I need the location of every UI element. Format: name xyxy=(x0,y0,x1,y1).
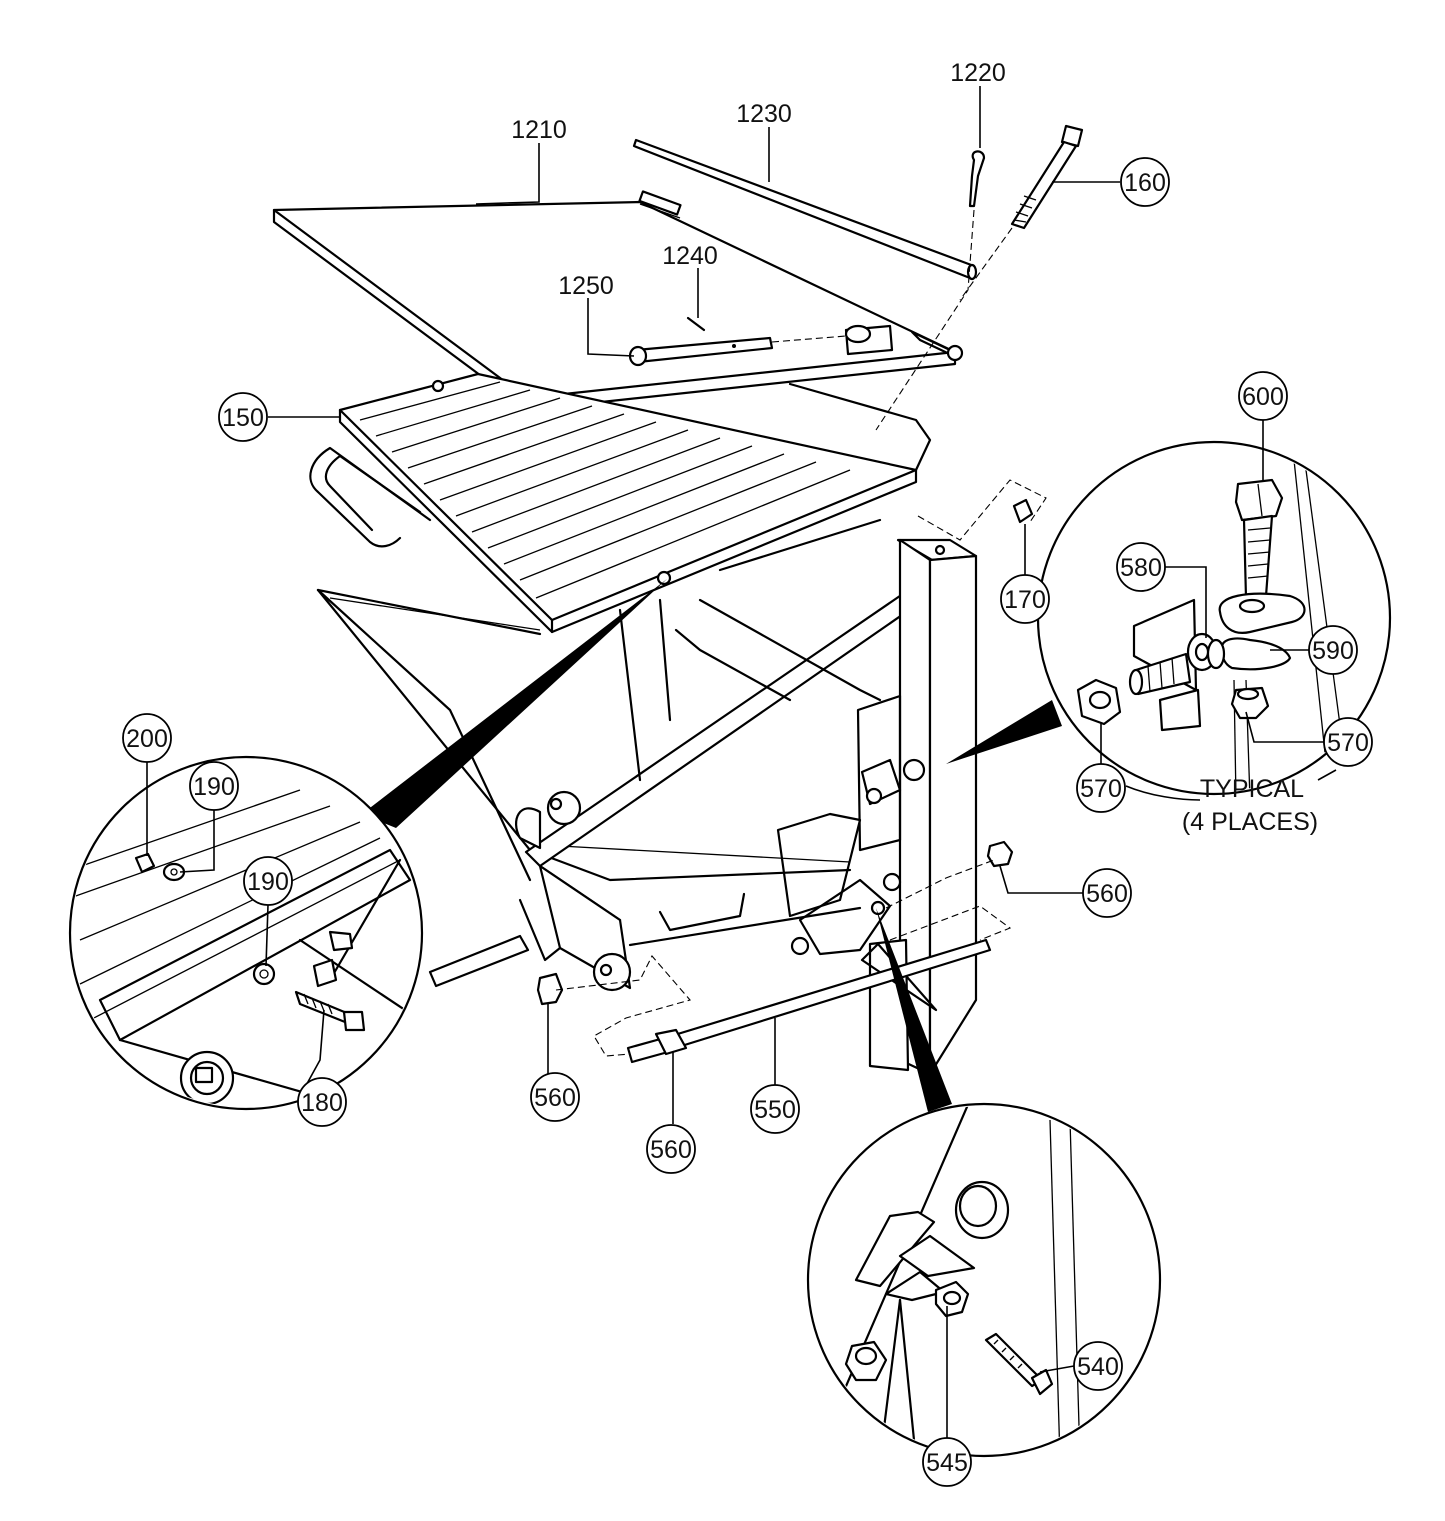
hinge-tube xyxy=(628,324,894,367)
hopper-body xyxy=(316,518,940,992)
part-label-600: 600 xyxy=(1242,383,1284,411)
cotter-pin xyxy=(686,316,706,332)
part-label-180: 180 xyxy=(301,1089,343,1117)
part-label-200: 200 xyxy=(126,725,168,753)
part-label-1250: 1250 xyxy=(558,272,614,300)
part-label-550: 550 xyxy=(754,1096,796,1124)
part-label-570: 570 xyxy=(1080,775,1122,803)
callout-bubble-560-right: 560 xyxy=(1082,868,1132,918)
callout-bubble-590: 590 xyxy=(1308,625,1358,675)
part-label-1210: 1210 xyxy=(511,116,567,144)
lower-linkage xyxy=(790,872,902,956)
callout-bubble-190-upper: 190 xyxy=(189,761,239,811)
square-nut xyxy=(1012,498,1034,524)
callout-bubble-570-right: 570 xyxy=(1323,717,1373,767)
long-bolt xyxy=(1010,124,1084,230)
callout-bubble-550: 550 xyxy=(750,1084,800,1134)
hinge-rod xyxy=(632,138,978,281)
callout-bubble-200: 200 xyxy=(122,713,172,763)
detail-view-lower-bracket xyxy=(806,1102,1162,1458)
part-label-170: 170 xyxy=(1004,586,1046,614)
part-label-580: 580 xyxy=(1120,554,1162,582)
part-label-150: 150 xyxy=(222,404,264,432)
part-label-540: 540 xyxy=(1077,1353,1119,1381)
callout-bubble-560-bottom: 560 xyxy=(646,1124,696,1174)
grate-assembly xyxy=(309,372,932,634)
callout-bubble-170: 170 xyxy=(1000,574,1050,624)
callout-bubble-580: 580 xyxy=(1116,542,1166,592)
callout-bubble-160: 160 xyxy=(1120,157,1170,207)
part-label-545: 545 xyxy=(926,1449,968,1477)
part-label-1220: 1220 xyxy=(950,59,1006,87)
hex-nut xyxy=(986,840,1014,868)
callout-bubble-545: 545 xyxy=(922,1437,972,1487)
callout-wedge xyxy=(876,908,952,1112)
part-label-560: 560 xyxy=(1086,880,1128,908)
callout-bubble-180: 180 xyxy=(297,1077,347,1127)
part-label-590: 590 xyxy=(1312,637,1354,665)
detail-view-post-clamp xyxy=(1036,440,1392,796)
part-label-560: 560 xyxy=(650,1136,692,1164)
callout-bubble-570-left: 570 xyxy=(1076,763,1126,813)
callout-bubble-150: 150 xyxy=(218,392,268,442)
part-label-160: 160 xyxy=(1124,169,1166,197)
part-label-190: 190 xyxy=(193,773,235,801)
callout-bubble-190-lower: 190 xyxy=(243,856,293,906)
hex-nut xyxy=(536,972,564,1006)
corner-post xyxy=(856,538,978,1076)
threaded-rod xyxy=(626,938,992,1064)
part-label-560: 560 xyxy=(534,1084,576,1112)
callout-wedge xyxy=(946,700,1062,764)
leader-lines xyxy=(146,86,1337,1438)
part-label-1240: 1240 xyxy=(662,242,718,270)
detail-view-grate-fasteners xyxy=(68,755,424,1111)
clip-pin xyxy=(968,150,986,208)
callout-bubble-600: 600 xyxy=(1238,371,1288,421)
callout-wedge xyxy=(362,579,667,828)
part-label-1230: 1230 xyxy=(736,100,792,128)
callout-bubble-540: 540 xyxy=(1073,1341,1123,1391)
part-label-570: 570 xyxy=(1327,729,1369,757)
callout-bubble-560-left: 560 xyxy=(530,1072,580,1122)
note-typical: TYPICAL xyxy=(1200,775,1304,803)
note-places: (4 PLACES) xyxy=(1182,808,1318,836)
part-label-190: 190 xyxy=(247,868,289,896)
